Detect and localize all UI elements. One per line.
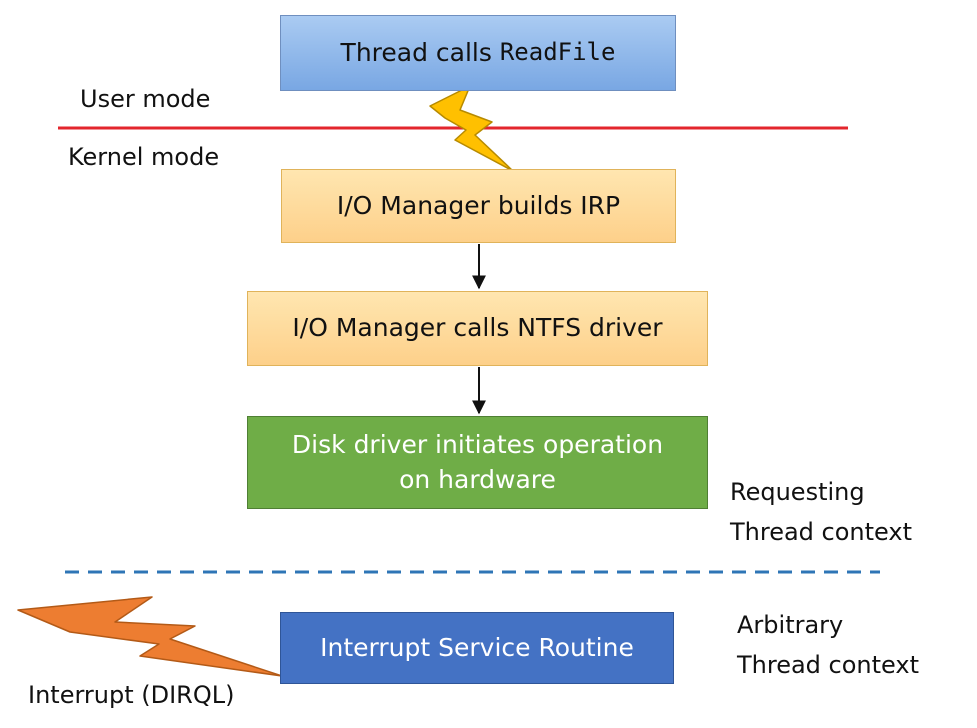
- builds-irp-text: I/O Manager builds IRP: [336, 190, 621, 220]
- arbitrary-context-line2: Thread context: [737, 651, 920, 679]
- interrupt-service-routine-box: Interrupt Service Routine: [280, 612, 674, 684]
- kernel-mode-label: Kernel mode: [68, 143, 220, 171]
- lightning-bolt-icon: [429, 85, 514, 172]
- calls-ntfs-text: I/O Manager calls NTFS driver: [292, 313, 663, 343]
- readfile-code: ReadFile: [499, 38, 616, 67]
- io-manager-calls-ntfs-box: I/O Manager calls NTFS driver: [247, 291, 708, 366]
- lightning-bolt-icon: [17, 596, 283, 677]
- thread-calls-text: Thread calls: [340, 37, 500, 67]
- requesting-context-line2: Thread context: [730, 518, 913, 546]
- user-mode-label: User mode: [80, 85, 211, 113]
- disk-driver-box: Disk driver initiates operation on hardw…: [247, 416, 708, 509]
- thread-calls-readfile-box: Thread calls ReadFile: [280, 15, 676, 91]
- io-manager-builds-irp-box: I/O Manager builds IRP: [281, 169, 676, 243]
- disk-driver-line1: Disk driver initiates operation: [291, 430, 664, 459]
- isr-text: Interrupt Service Routine: [320, 632, 634, 662]
- interrupt-dirql-label: Interrupt (DIRQL): [28, 681, 235, 709]
- arbitrary-context-line1: Arbitrary: [737, 611, 844, 639]
- requesting-context-line1: Requesting: [730, 478, 865, 506]
- disk-driver-line2: on hardware: [399, 464, 556, 494]
